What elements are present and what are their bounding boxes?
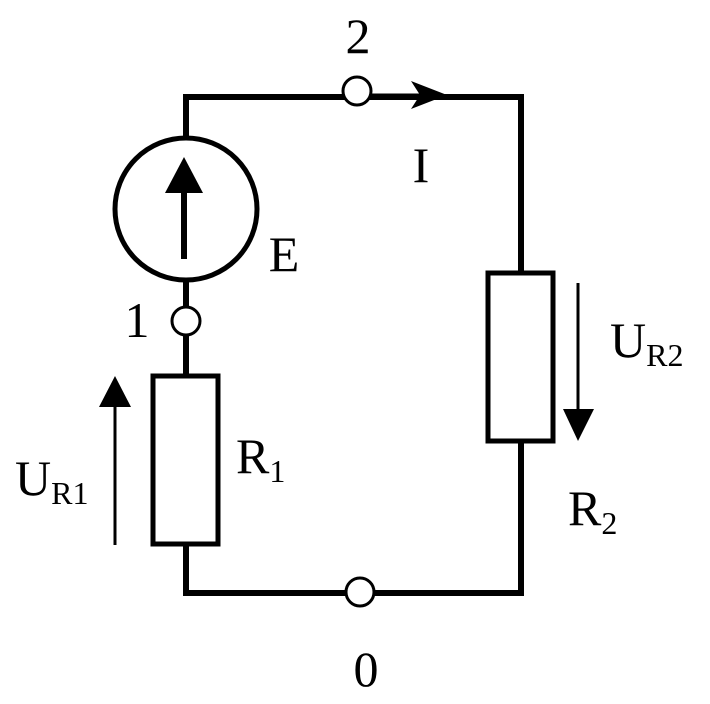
voltage-source (112, 135, 260, 283)
node-2-label: 2 (346, 8, 371, 64)
current-arrow-icon (411, 81, 447, 109)
r1-label: R1 (236, 428, 285, 489)
voltage-arrow-ur2 (563, 283, 594, 441)
resistor-r1 (150, 373, 221, 547)
ur1-arrow-icon (99, 376, 131, 407)
node-0-label: 0 (354, 641, 379, 697)
ur2-arrow-icon (563, 409, 594, 441)
node-0 (344, 576, 376, 608)
source-arrow-icon (165, 157, 203, 193)
voltage-arrow-ur1 (99, 376, 131, 545)
node-1 (170, 305, 202, 337)
node-1-label: 1 (125, 292, 150, 348)
ur1-label: UR1 (15, 450, 88, 511)
r2-label: R2 (568, 480, 617, 541)
current-label: I (413, 137, 430, 193)
resistor-r2 (485, 270, 556, 444)
source-label: E (269, 226, 300, 282)
node-2 (341, 75, 373, 107)
current-arrow (371, 81, 447, 109)
ur2-label: UR2 (610, 312, 683, 373)
